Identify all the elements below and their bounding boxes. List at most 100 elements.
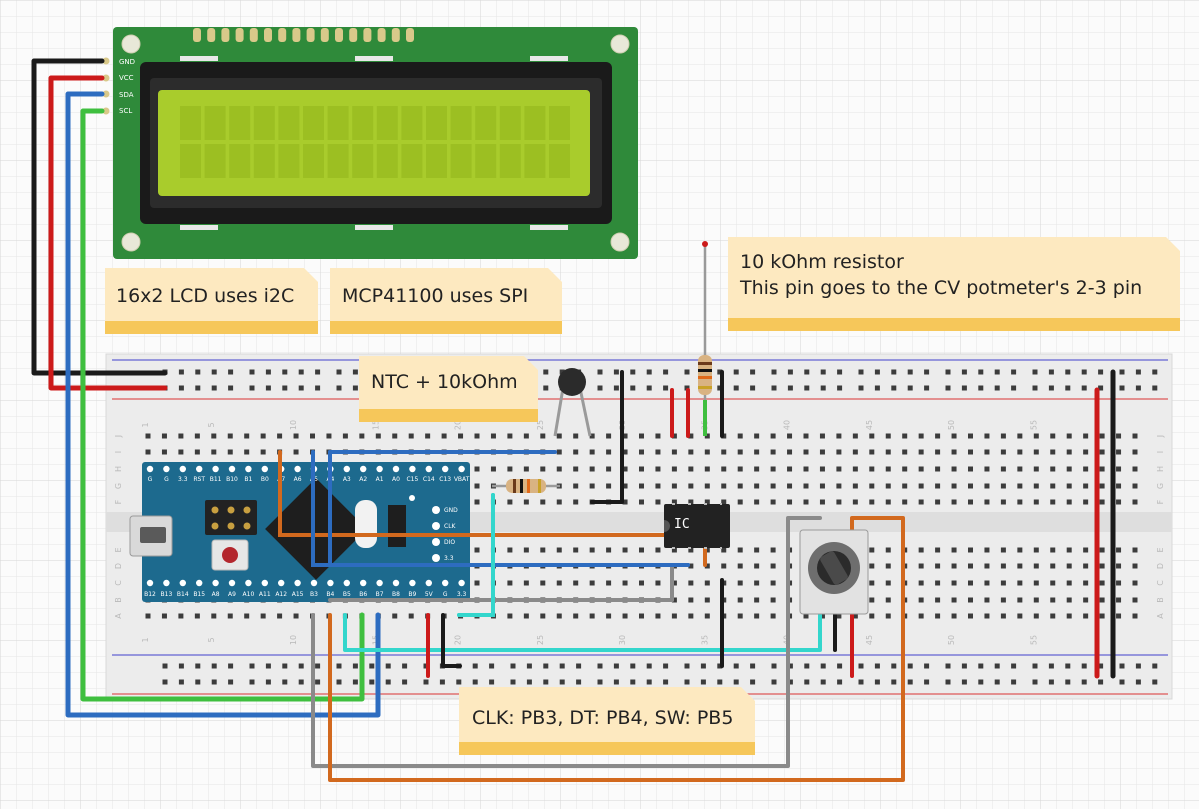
rail-hole <box>978 385 984 391</box>
breadboard-hole <box>819 613 825 619</box>
row-letter: A <box>114 613 123 619</box>
breadboard-hole <box>1099 483 1105 489</box>
breadboard-hole <box>573 580 579 586</box>
rail-hole <box>315 679 321 685</box>
breadboard-hole <box>1050 563 1056 569</box>
rail-hole <box>891 663 897 669</box>
rail-hole <box>510 679 516 685</box>
lcd-pad-top-2 <box>355 56 393 61</box>
breadboard-hole <box>639 433 644 439</box>
breadboard-hole <box>688 580 694 586</box>
breadboard-hole <box>869 597 875 603</box>
breadboard-hole <box>1017 449 1023 455</box>
lcd-cell <box>229 106 251 140</box>
rail-hole <box>978 663 984 669</box>
lcd-cell <box>204 106 226 140</box>
rail-hole <box>874 369 880 375</box>
rail-hole <box>874 679 880 685</box>
breadboard-hole <box>754 449 760 455</box>
breadboard-hole <box>639 580 644 586</box>
rotary-encoder[interactable] <box>799 529 869 615</box>
breadboard-hole <box>935 580 941 586</box>
note-resistor: 10 kOhm resistor This pin goes to the CV… <box>728 237 1180 331</box>
resistor-band-2 <box>520 479 523 493</box>
breadboard-hole <box>770 597 776 603</box>
breadboard-hole <box>573 547 579 553</box>
breadboard-hole <box>1083 597 1089 603</box>
rail-hole <box>576 663 582 669</box>
breadboard-hole <box>935 449 941 455</box>
breadboard-hole <box>704 597 710 603</box>
debug-pad-clk <box>432 522 440 530</box>
breadboard-hole <box>968 499 973 505</box>
rail-hole <box>717 385 723 391</box>
rail-hole <box>907 679 913 685</box>
mcu-bottom-pin <box>327 579 334 587</box>
breadboard-hole <box>639 499 644 505</box>
breadboard-hole <box>1083 499 1089 505</box>
breadboard-hole <box>573 433 579 439</box>
breadboard-hole <box>310 433 315 439</box>
breadboard-hole <box>556 613 562 619</box>
rail-hole <box>961 679 967 685</box>
mcu-top-pin-label: C14 <box>423 476 435 483</box>
rail-hole <box>733 679 739 685</box>
column-number-bottom: 45 <box>865 635 874 645</box>
breadboard-hole <box>721 499 727 505</box>
rail-hole <box>352 369 358 375</box>
rail-hole <box>282 369 288 375</box>
row-letter: H <box>114 466 123 472</box>
rail-hole <box>717 663 723 669</box>
rail-hole <box>994 679 1000 685</box>
rail-hole <box>526 663 532 669</box>
lcd-cell <box>475 144 497 178</box>
breadboard-hole <box>737 597 743 603</box>
breadboard-hole <box>951 597 957 603</box>
lcd-pad-top-3 <box>530 56 568 61</box>
mcu-bottom-pin <box>458 579 465 587</box>
boot-jumpers[interactable] <box>205 500 257 535</box>
lcd-pad-top-1 <box>180 56 218 61</box>
rail-hole <box>994 385 1000 391</box>
jumper-pin <box>211 522 219 530</box>
breadboard-hole <box>787 499 793 505</box>
breadboard-hole <box>737 613 743 619</box>
mcu-top-pin <box>228 465 236 473</box>
breadboard-hole <box>474 499 480 505</box>
column-number-top: 15 <box>371 420 380 430</box>
breadboard-hole <box>573 613 579 619</box>
resistor-cv-band-1 <box>698 362 712 365</box>
breadboard-hole <box>951 613 957 619</box>
column-number-bottom: 35 <box>700 635 709 645</box>
mcu-bottom-pin-label: 5V <box>425 591 434 598</box>
breadboard-hole <box>1066 483 1072 489</box>
note-spi-text: MCP41100 uses SPI <box>342 285 528 307</box>
breadboard-hole <box>819 449 825 455</box>
breadboard-hole <box>1033 580 1039 586</box>
rail-hole <box>1011 385 1017 391</box>
lcd-header-pin <box>306 28 315 42</box>
jumper-pin <box>243 506 251 514</box>
breadboard-hole <box>507 580 513 586</box>
rail-hole <box>804 679 810 685</box>
rail-hole <box>978 369 984 375</box>
rail-hole <box>1065 663 1071 669</box>
debug-label-3v3: 3.3 <box>444 555 454 562</box>
breadboard-hole <box>935 563 941 569</box>
breadboard-hole <box>754 563 760 569</box>
lcd-header-pin <box>320 28 329 42</box>
rail-hole <box>858 385 864 391</box>
breadboard-hole <box>523 499 529 505</box>
breadboard-hole <box>523 547 529 553</box>
breadboard-hole <box>688 483 694 489</box>
row-letter: E <box>114 547 123 552</box>
breadboard-hole <box>556 449 562 455</box>
rail-hole <box>820 385 826 391</box>
breadboard-hole <box>639 449 644 455</box>
rail-hole <box>456 679 462 685</box>
breadboard-hole <box>918 613 924 619</box>
rail-hole <box>1152 369 1158 375</box>
rail-hole <box>336 679 342 685</box>
reset-button[interactable] <box>222 547 238 563</box>
